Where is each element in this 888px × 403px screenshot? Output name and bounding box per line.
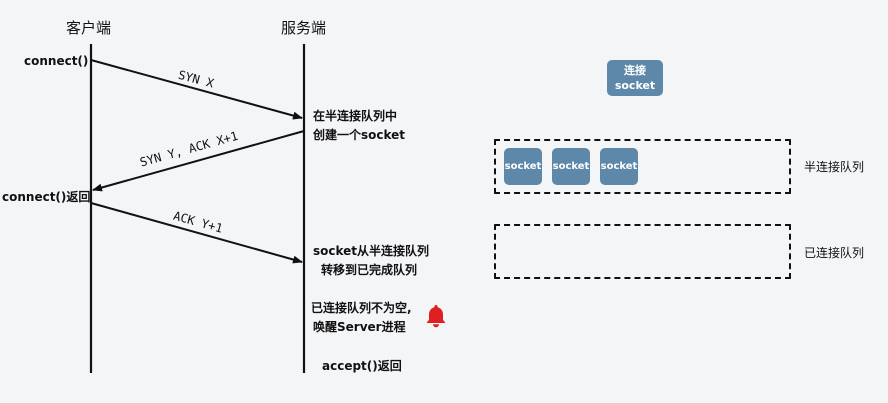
connect-return-label: connect()返回 — [2, 190, 91, 204]
accept-return-label: accept()返回 — [322, 359, 402, 373]
wake-server-note-line2: 唤醒Server进程 — [313, 320, 406, 334]
server-header: 服务端 — [281, 19, 327, 37]
legend-connection-socket: 连接 socket — [607, 60, 663, 96]
bell-icon — [426, 305, 446, 328]
legend-line1: 连接 — [624, 64, 646, 77]
move-queue-note-line1: socket从半连接队列 — [313, 244, 430, 258]
wake-server-note-line1: 已连接队列不为空, — [311, 301, 412, 315]
client-header: 客户端 — [66, 19, 112, 37]
half-queue-note: 在半连接队列中 创建一个socket — [313, 107, 405, 145]
legend-line2: socket — [614, 79, 656, 92]
established-queue — [494, 224, 791, 279]
ack-arrow — [90, 202, 303, 264]
established-queue-label: 已连接队列 — [804, 246, 865, 260]
wake-server-note: 已连接队列不为空, 唤醒Server进程 — [311, 299, 412, 337]
ack-label: ACK Y+1 — [172, 209, 224, 236]
half-queue-note-line2: 创建一个socket — [313, 128, 406, 142]
half-queue-note-line1: 在半连接队列中 — [313, 109, 398, 123]
connect-call-label: connect() — [24, 54, 89, 68]
half-queue-socket: socket — [504, 148, 542, 185]
syn-arrow — [90, 59, 303, 120]
move-queue-note: socket从半连接队列 转移到已完成队列 — [313, 242, 429, 280]
syn-label: SYN X — [177, 68, 216, 91]
half-connection-queue — [494, 139, 791, 194]
move-queue-note-line2: 转移到已完成队列 — [321, 263, 418, 277]
syn-ack-arrow — [92, 130, 305, 192]
half-queue-label: 半连接队列 — [804, 160, 865, 174]
half-queue-socket: socket — [552, 148, 590, 185]
half-queue-socket: socket — [600, 148, 638, 185]
